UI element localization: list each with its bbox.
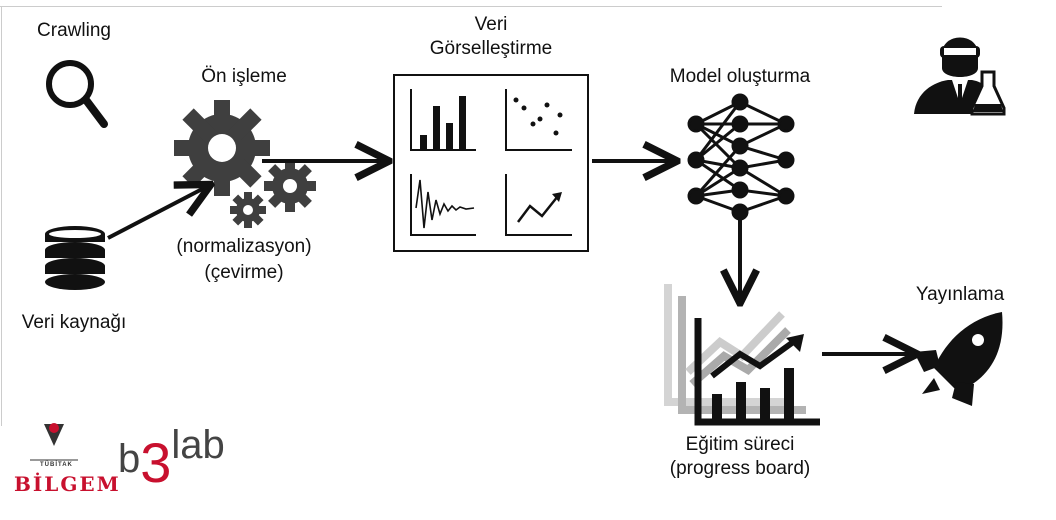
gears-icon — [174, 100, 316, 228]
label-progress-board: (progress board) — [669, 458, 811, 479]
b3lab-lab: lab — [171, 423, 225, 467]
label-gorsellestirme: Görselleştirme — [429, 38, 553, 59]
label-crawling: Crawling — [37, 20, 111, 41]
neural-network-icon — [687, 93, 795, 221]
tubitak-logo-text: TÜBİTAK — [40, 462, 73, 468]
b3lab-logo: b3lab — [118, 420, 225, 494]
scatter-mini-chart — [505, 89, 572, 151]
label-cevirme: (çevirme) — [204, 262, 284, 283]
rocket-icon — [914, 312, 1003, 406]
bar-mini-chart — [410, 89, 476, 151]
frame-left-line — [1, 6, 2, 426]
charts-panel-icon — [393, 74, 589, 252]
label-egitim-sureci: Eğitim süreci — [685, 434, 795, 455]
arrow-source-to-preprocess — [107, 186, 208, 240]
label-normalizasyon: (normalizasyon) — [176, 236, 312, 257]
database-icon — [45, 226, 105, 290]
progress-board-icon — [664, 284, 820, 426]
label-veri: Veri — [474, 14, 508, 35]
b3lab-3: 3 — [140, 431, 172, 494]
label-model-olusturma: Model oluşturma — [669, 66, 811, 87]
label-on-isleme: Ön işleme — [201, 66, 287, 87]
scientist-icon — [914, 37, 1006, 116]
label-yayinlama: Yayınlama — [915, 284, 1005, 305]
tubitak-emblem — [30, 423, 78, 461]
label-veri-kaynagi: Veri kaynağı — [21, 312, 127, 333]
frame-top-line — [0, 6, 942, 7]
bilgem-logo: BİLGEM — [14, 472, 121, 496]
trend-mini-chart — [505, 174, 572, 236]
magnifier-icon — [46, 60, 108, 128]
b3lab-b: b — [118, 437, 141, 481]
wave-mini-chart — [410, 174, 476, 236]
